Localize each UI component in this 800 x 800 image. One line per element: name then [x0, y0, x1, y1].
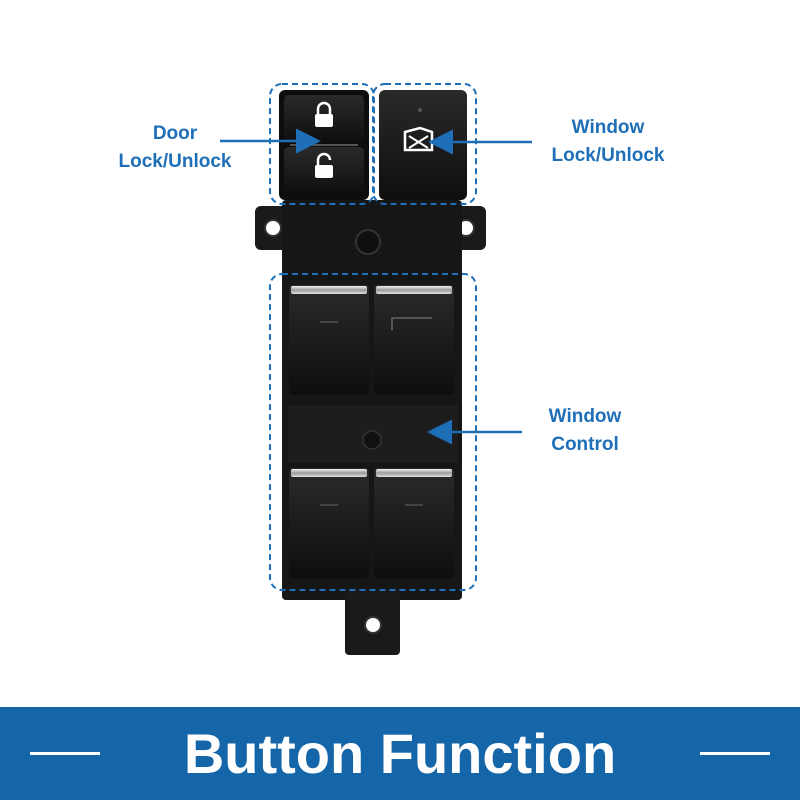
window-switch-housing	[255, 200, 486, 655]
door-lock-label: Door Lock/Unlock	[95, 120, 255, 176]
window-lock-label: Window Lock/Unlock	[528, 114, 688, 170]
banner-rule-right	[700, 752, 770, 755]
callout-arrows	[220, 128, 532, 445]
padlock-unlocked-icon	[315, 152, 333, 178]
banner-title: Button Function	[183, 722, 617, 785]
window-button-front-left[interactable]	[289, 285, 369, 395]
window-lock-label-line1: Window	[571, 117, 645, 138]
button-marker	[391, 317, 432, 330]
door-lock-label-line2: Lock/Unlock	[118, 151, 232, 172]
door-lock-label-line1: Door	[152, 123, 198, 144]
door-lock-button-group[interactable]	[279, 90, 369, 200]
chrome-trim	[376, 469, 452, 477]
window-lock-button-group[interactable]	[379, 90, 467, 200]
chrome-trim	[376, 286, 452, 294]
window-control-highlight	[269, 273, 477, 591]
left-mounting-hole	[264, 219, 282, 237]
banner-rule-left	[30, 752, 100, 755]
window-button-rear-right[interactable]	[374, 468, 454, 578]
window-control-label-line2: Control	[551, 434, 619, 455]
window-lock-icon	[403, 126, 434, 152]
window-button-front-right[interactable]	[374, 285, 454, 395]
title-banner: Button Function	[0, 707, 800, 800]
highlight-outlines	[269, 83, 477, 591]
window-lock-indicator	[418, 108, 422, 112]
window-lock-highlight	[372, 83, 477, 205]
center-knob	[355, 229, 381, 255]
chrome-trim	[291, 469, 367, 477]
window-control-label: Window Control	[505, 403, 665, 459]
chrome-trim	[291, 286, 367, 294]
bottom-mounting-hole	[364, 616, 382, 634]
window-lock-label-line2: Lock/Unlock	[551, 145, 665, 166]
window-control-label-line1: Window	[548, 406, 622, 427]
window-control-buttons[interactable]	[289, 285, 454, 578]
padlock-locked-icon	[315, 101, 333, 127]
window-button-rear-left[interactable]	[289, 468, 369, 578]
door-lock-highlight	[269, 83, 375, 205]
middle-knob	[362, 430, 382, 450]
